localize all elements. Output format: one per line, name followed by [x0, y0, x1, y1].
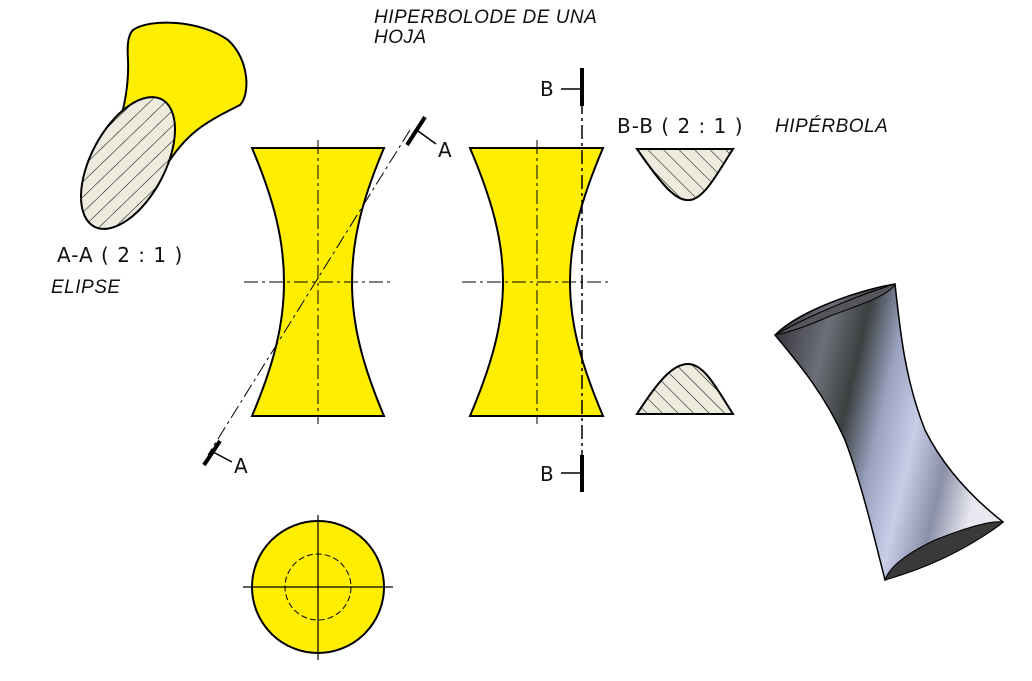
- title-line-2: HOJA: [374, 27, 427, 48]
- title-line-1: HIPERBOLODE DE UNA: [374, 7, 598, 28]
- cut-mark-b-top: B: [540, 77, 554, 101]
- front-view-a: [202, 115, 437, 467]
- cut-mark-b-bottom: B: [540, 462, 554, 486]
- top-view: [243, 515, 393, 660]
- section-bb-view: [635, 148, 735, 415]
- side-view-b: [462, 68, 612, 492]
- section-aa-view: [79, 21, 248, 230]
- section-aa-label: A-A ( 2 : 1 ): [57, 243, 184, 267]
- section-bb-label: B-B ( 2 : 1 ): [617, 114, 744, 138]
- section-aa-curve: ELIPSE: [51, 277, 121, 298]
- section-bb-curve: HIPÉRBOLA: [775, 116, 889, 137]
- cut-mark-a-bottom: A: [234, 454, 248, 478]
- hyperboloid-3d-render: [773, 283, 1005, 581]
- cut-mark-a-top: A: [438, 138, 452, 162]
